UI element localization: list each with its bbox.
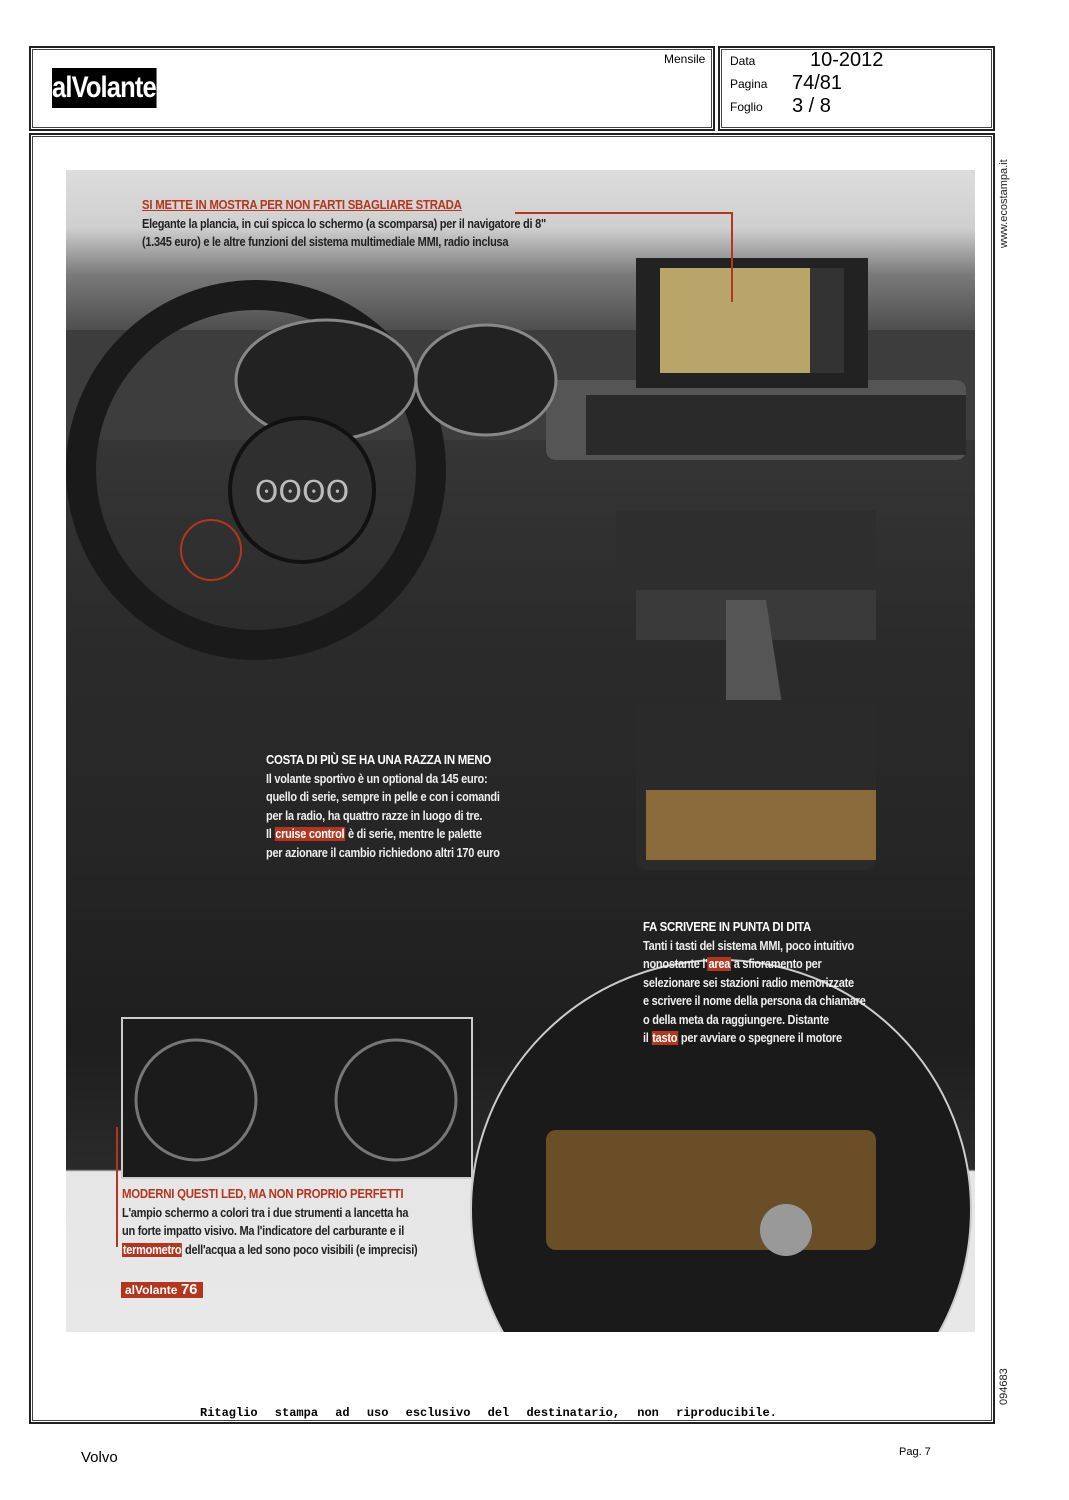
svg-text:ʘʘʘʘ: ʘʘʘʘ bbox=[255, 475, 349, 510]
meta-label-sheet: Foglio bbox=[730, 100, 763, 114]
header-masthead-box bbox=[29, 46, 715, 131]
text: Il bbox=[266, 827, 275, 841]
side-code: 094683 bbox=[998, 1368, 1010, 1405]
text: dell'acqua a led sono poco visibili (e i… bbox=[182, 1242, 418, 1257]
reproduction-notice: Ritaglio stampa ad uso esclusivo del des… bbox=[200, 1406, 777, 1420]
meta-value-sheet: 3 / 8 bbox=[792, 95, 831, 117]
header-meta-box bbox=[718, 46, 995, 131]
caption-title: Moderni questi LED, ma non proprio perfe… bbox=[122, 1186, 404, 1201]
folio-logo: alVolante bbox=[125, 1283, 178, 1297]
caption-line: o della meta da raggiungere. Distante bbox=[643, 1012, 829, 1027]
caption-line: e scrivere il nome della persona da chia… bbox=[643, 994, 866, 1008]
text: nonostante l' bbox=[643, 957, 708, 971]
caption-steering-wheel: Costa di più se ha una razza in meno Il … bbox=[266, 751, 548, 862]
text: per avviare o spegnere il motore bbox=[678, 1031, 842, 1045]
highlight: cruise control bbox=[274, 827, 346, 841]
caption-title: Fa scrivere in punta di dita bbox=[643, 919, 812, 934]
text: a sfioramento per bbox=[730, 957, 822, 971]
caption-line: Tanti i tasti del sistema MMI, poco intu… bbox=[643, 938, 855, 953]
caption-line: termometro dell'acqua a led sono poco vi… bbox=[122, 1241, 474, 1260]
caption-mmi: Fa scrivere in punta di dita Tanti i tas… bbox=[643, 918, 907, 1048]
meta-value-date: 10-2012 bbox=[810, 49, 884, 71]
caption-line: quello di serie, sempre in pelle e con i… bbox=[266, 790, 500, 804]
caption-line: nonostante l'area a sfioramento per bbox=[643, 955, 907, 974]
highlight: termometro bbox=[122, 1242, 183, 1257]
text: il bbox=[643, 1031, 652, 1045]
callout-line bbox=[116, 1127, 118, 1247]
meta-label-date: Data bbox=[730, 54, 756, 68]
publication-logo: alVolante bbox=[52, 68, 157, 108]
caption-led: Moderni questi LED, ma non proprio perfe… bbox=[122, 1185, 474, 1259]
caption-line: L'ampio schermo a colori tra i due strum… bbox=[122, 1205, 409, 1220]
caption-line: Elegante la plancia, in cui spicca lo sc… bbox=[142, 216, 546, 231]
caption-line: per azionare il cambio richiedono altri … bbox=[266, 845, 500, 860]
page-number: Pag. 7 bbox=[899, 1446, 931, 1458]
caption-title: Costa di più se ha una razza in meno bbox=[266, 752, 492, 767]
folio-page: 76 bbox=[180, 1281, 198, 1298]
highlight: tasto bbox=[651, 1031, 679, 1045]
callout-line bbox=[731, 212, 733, 302]
article-photo: ʘʘʘʘ bbox=[66, 170, 975, 1332]
clipping-frame bbox=[29, 133, 995, 1424]
highlight: area bbox=[707, 957, 731, 971]
meta-label-page: Pagina bbox=[730, 77, 768, 91]
caption-line: Il volante sportivo è un optional da 145… bbox=[266, 771, 488, 786]
caption-line: il tasto per avviare o spegnere il motor… bbox=[643, 1029, 907, 1048]
caption-line: per la radio, ha quattro razze in luogo … bbox=[266, 808, 483, 823]
caption-line: (1.345 euro) e le altre funzioni del sis… bbox=[142, 235, 509, 249]
meta-value-page: 74/81 bbox=[792, 72, 843, 94]
caption-title: Si mette in mostra per non farti sbaglia… bbox=[142, 197, 462, 212]
folio-badge: alVolante 76 bbox=[121, 1282, 203, 1298]
car-interior-illustration: ʘʘʘʘ bbox=[66, 258, 975, 1332]
caption-line: Il cruise control è di serie, mentre le … bbox=[266, 825, 548, 844]
caption-line: un forte impatto visivo. Ma l'indicatore… bbox=[122, 1224, 405, 1238]
text: è di serie, mentre le palette bbox=[345, 827, 482, 841]
frequency-label: Mensile bbox=[664, 52, 706, 66]
callout-line bbox=[515, 212, 731, 214]
side-url: www.ecostampa.it bbox=[998, 159, 1010, 248]
client-name: Volvo bbox=[81, 1449, 118, 1466]
caption-line: selezionare sei stazioni radio memorizza… bbox=[643, 975, 854, 990]
caption-navigation: Si mette in mostra per non farti sbaglia… bbox=[142, 196, 635, 252]
